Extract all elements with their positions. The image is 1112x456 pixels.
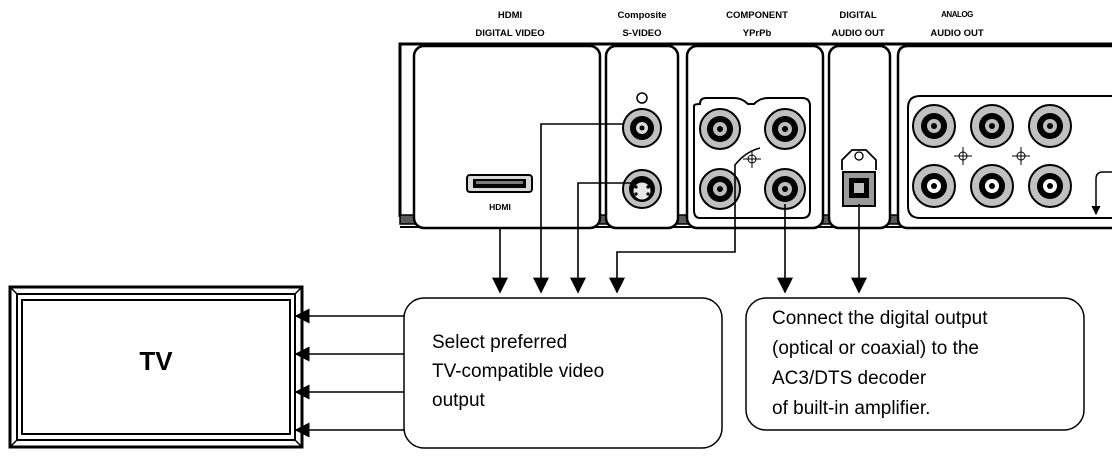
coaxial-jack-icon xyxy=(764,168,806,210)
header-component-line2: YPrPb xyxy=(743,28,772,39)
audio-note-line2: (optical or coaxial) to the xyxy=(772,338,979,359)
video-note-line2: TV-compatible video xyxy=(432,361,604,382)
video-cables xyxy=(492,123,761,294)
hdmi-section: HDMI xyxy=(412,44,602,230)
analog-jack-top-1-icon xyxy=(912,104,956,148)
tv-input-arrows xyxy=(294,308,404,438)
screw-hole-icon xyxy=(636,92,648,104)
digital-audio-section xyxy=(827,44,892,230)
composite-section xyxy=(604,44,680,230)
cable-composite xyxy=(533,123,623,294)
crosshair-icon xyxy=(1012,147,1030,165)
video-note-box: Select preferred TV-compatible video out… xyxy=(403,297,723,449)
header-hdmi-line1: HDMI xyxy=(498,10,522,21)
analog-jack-top-3-icon xyxy=(1028,104,1072,148)
header-component: COMPONENT YPrPb xyxy=(726,10,788,39)
component-jack-pb-icon xyxy=(764,108,806,150)
hdmi-port-icon xyxy=(466,174,533,193)
analog-jack-top-2-icon xyxy=(970,104,1014,148)
analog-jack-bottom-3-icon xyxy=(1028,164,1072,208)
cable-component xyxy=(609,147,761,294)
crosshair-icon xyxy=(743,150,761,168)
tv-label: TV xyxy=(139,346,173,376)
audio-note-line4: of built-in amplifier. xyxy=(772,398,930,419)
header-digital-audio: DIGITAL AUDIO OUT xyxy=(831,10,885,39)
video-note-line3: output xyxy=(432,390,486,411)
header-digital-audio-line2: AUDIO OUT xyxy=(831,28,885,39)
audio-note-box: Connect the digital output (optical or c… xyxy=(745,297,1085,431)
s-video-jack-icon xyxy=(622,169,662,209)
hdmi-port-label: HDMI xyxy=(489,202,511,212)
analog-jack-bottom-2-icon xyxy=(970,164,1014,208)
optical-port-icon xyxy=(841,149,877,207)
component-section xyxy=(685,44,825,230)
cable-s-video xyxy=(570,182,631,294)
component-jack-y-icon xyxy=(699,108,741,150)
audio-note-line1: Connect the digital output xyxy=(772,308,988,329)
header-hdmi: HDMI DIGITAL VIDEO xyxy=(475,10,544,39)
header-hdmi-line2: DIGITAL VIDEO xyxy=(475,28,544,39)
header-analog-line1: ANALOG xyxy=(941,10,973,19)
header-composite-line2: S-VIDEO xyxy=(622,28,661,39)
audio-note-line3: AC3/DTS decoder xyxy=(772,368,927,389)
header-composite: Composite S-VIDEO xyxy=(617,10,666,39)
header-component-line1: COMPONENT xyxy=(726,10,788,21)
video-note-line1: Select preferred xyxy=(432,332,567,353)
analog-jack-bottom-1-icon xyxy=(912,164,956,208)
tv-icon: TV xyxy=(8,285,304,449)
header-analog-line2: AUDIO OUT xyxy=(930,28,984,39)
crosshair-icon xyxy=(954,147,972,165)
audio-cables xyxy=(777,204,867,294)
header-digital-audio-line1: DIGITAL xyxy=(839,10,876,21)
header-composite-line1: Composite xyxy=(617,10,666,21)
analog-extra-cable xyxy=(1095,171,1112,214)
header-analog: ANALOG AUDIO OUT xyxy=(930,10,984,39)
analog-audio-section xyxy=(896,44,1112,230)
composite-jack-icon xyxy=(622,108,662,148)
component-jack-pr-icon xyxy=(699,168,741,210)
